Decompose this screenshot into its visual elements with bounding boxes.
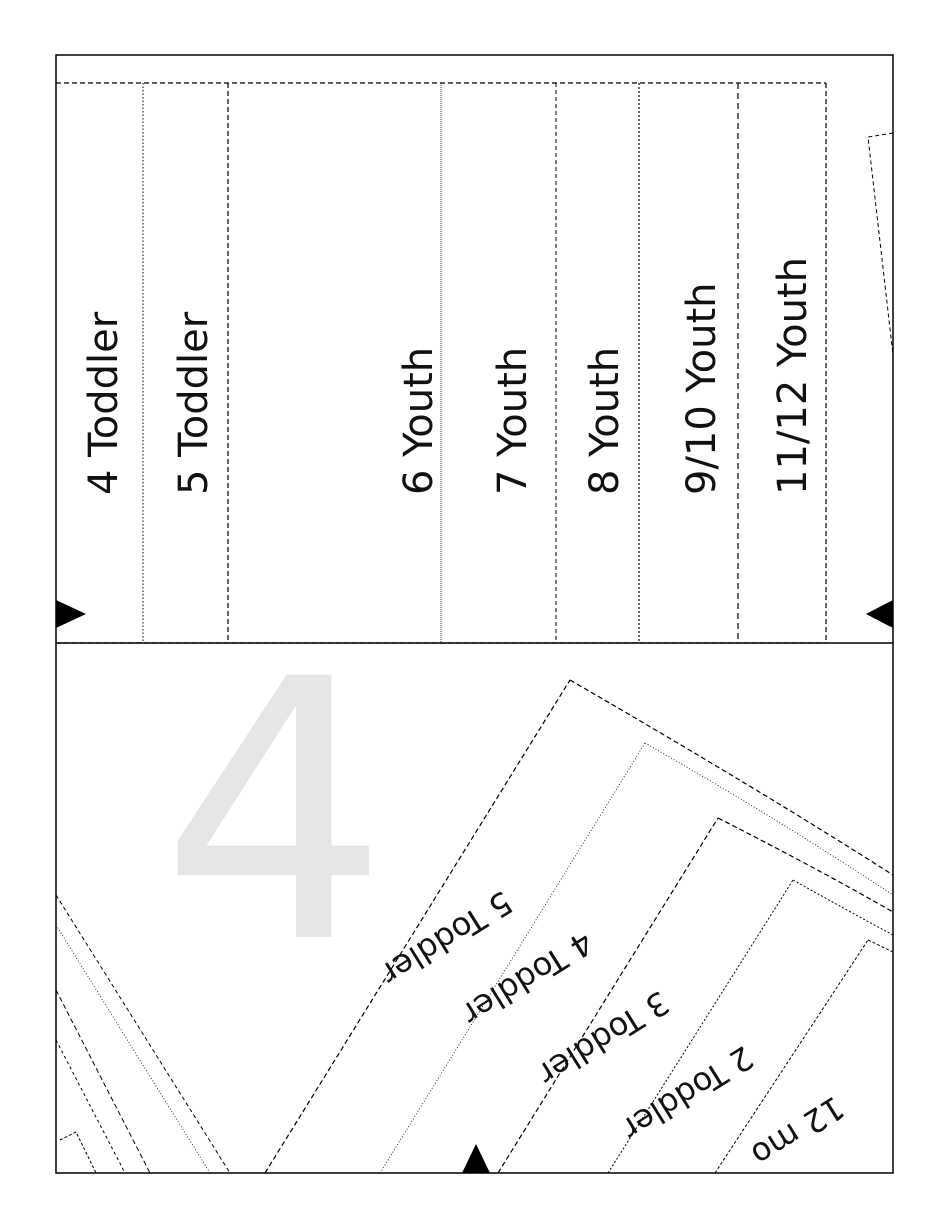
notch-marker-left: [56, 600, 86, 628]
strip-label: 2 Toddler: [615, 1038, 760, 1148]
strip-label: 8 Youth: [582, 347, 628, 495]
strip-label: 6 Youth: [396, 347, 442, 495]
page-number-watermark: 4: [160, 603, 389, 1022]
upper-strip-lines: [56, 82, 827, 644]
strip-label: 12 mo: [745, 1088, 851, 1174]
strip-label: 4 Toddler: [81, 311, 127, 495]
notch-marker-right: [866, 600, 893, 628]
strip-label: 5 Toddler: [171, 311, 217, 495]
partial-piece-right: [867, 132, 894, 356]
strip-label: 3 Toddler: [531, 983, 676, 1093]
strip-label: 11/12 Youth: [770, 257, 816, 495]
notch-marker-bottom: [462, 1144, 490, 1173]
lower-pattern-lines: [55, 679, 894, 1174]
strip-label: 9/10 Youth: [679, 282, 725, 495]
strip-label: 7 Youth: [490, 347, 536, 495]
